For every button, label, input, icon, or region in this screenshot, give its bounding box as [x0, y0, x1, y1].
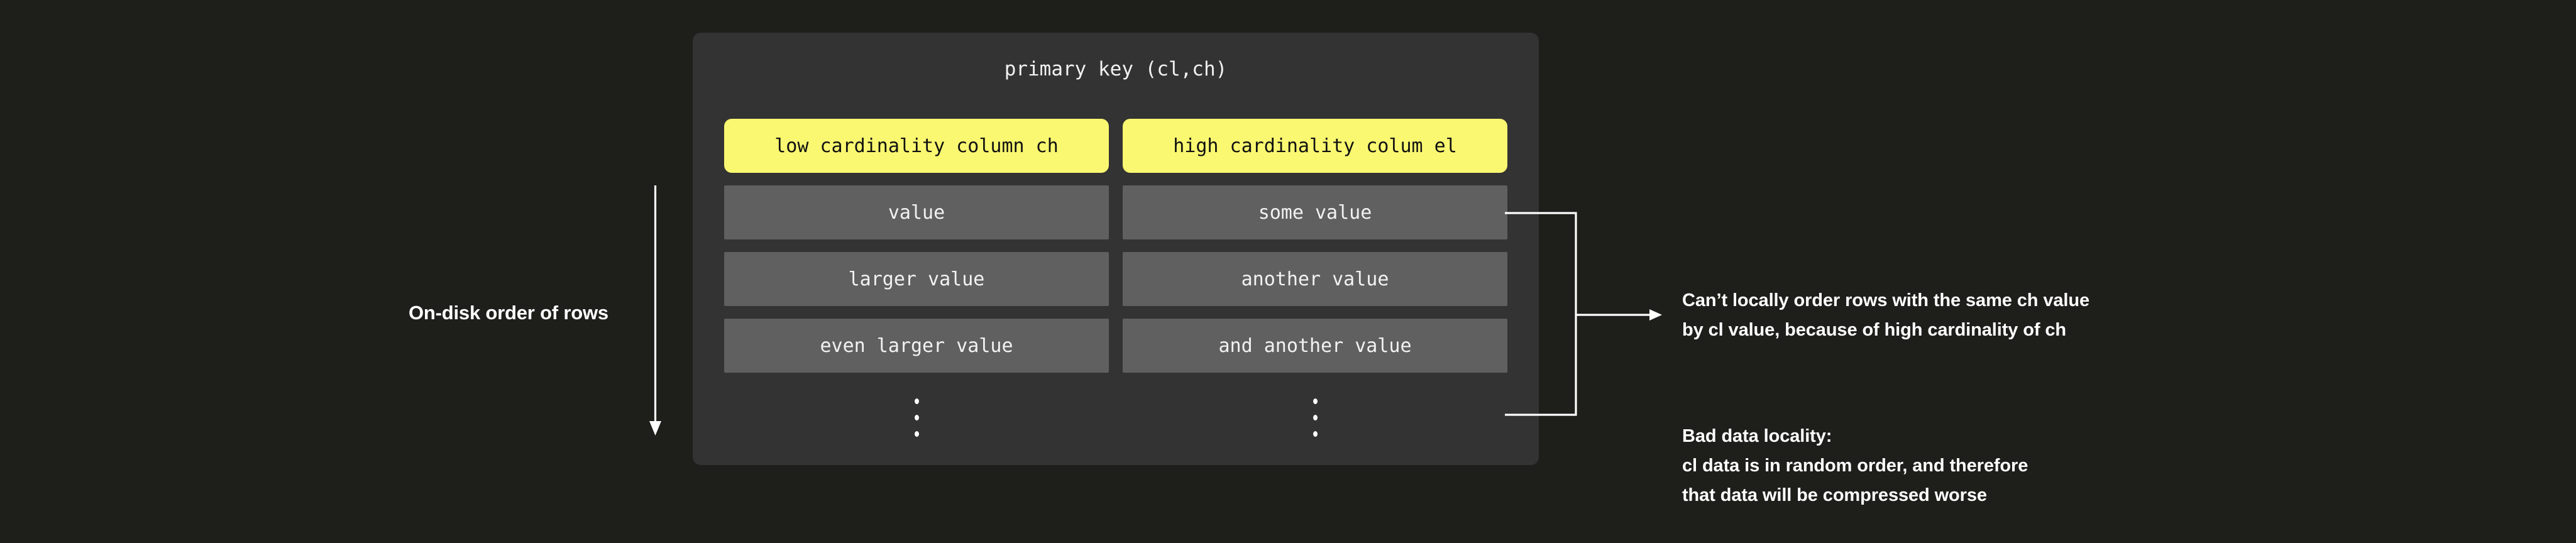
- table-row: even larger value: [724, 319, 1109, 373]
- bracket-arrow-right-icon: [1501, 205, 1671, 426]
- table-row: value: [724, 185, 1109, 239]
- annotation-cardinality: Can’t locally order rows with the same c…: [1682, 286, 2089, 345]
- column-header-low-cardinality: low cardinality column ch: [724, 119, 1109, 173]
- panel-title: primary key (cl,ch): [1004, 58, 1228, 80]
- annotation-line: by cl value, because of high cardinality…: [1682, 320, 2067, 340]
- vertical-ellipsis-icon: [1123, 385, 1507, 446]
- annotation-line: Bad data locality:: [1682, 426, 1832, 446]
- table-row: and another value: [1123, 319, 1507, 373]
- column-low-cardinality: low cardinality column ch value larger v…: [724, 119, 1109, 446]
- table-row: another value: [1123, 252, 1507, 306]
- annotation-line: cl data is in random order, and therefor…: [1682, 456, 2028, 476]
- annotation-locality: Bad data locality: cl data is in random …: [1682, 422, 2028, 510]
- column-high-cardinality: high cardinality colum el some value ano…: [1123, 119, 1507, 446]
- columns-grid: low cardinality column ch value larger v…: [724, 119, 1507, 446]
- primary-key-panel: primary key (cl,ch) low cardinality colu…: [693, 33, 1539, 465]
- arrow-down-icon: [642, 184, 669, 437]
- table-row: some value: [1123, 185, 1507, 239]
- vertical-ellipsis-icon: [724, 385, 1109, 446]
- on-disk-order-label: On-disk order of rows: [409, 302, 608, 324]
- annotation-line: Can’t locally order rows with the same c…: [1682, 290, 2089, 310]
- annotation-line: that data will be compressed worse: [1682, 485, 1987, 505]
- column-header-high-cardinality: high cardinality colum el: [1123, 119, 1507, 173]
- table-row: larger value: [724, 252, 1109, 306]
